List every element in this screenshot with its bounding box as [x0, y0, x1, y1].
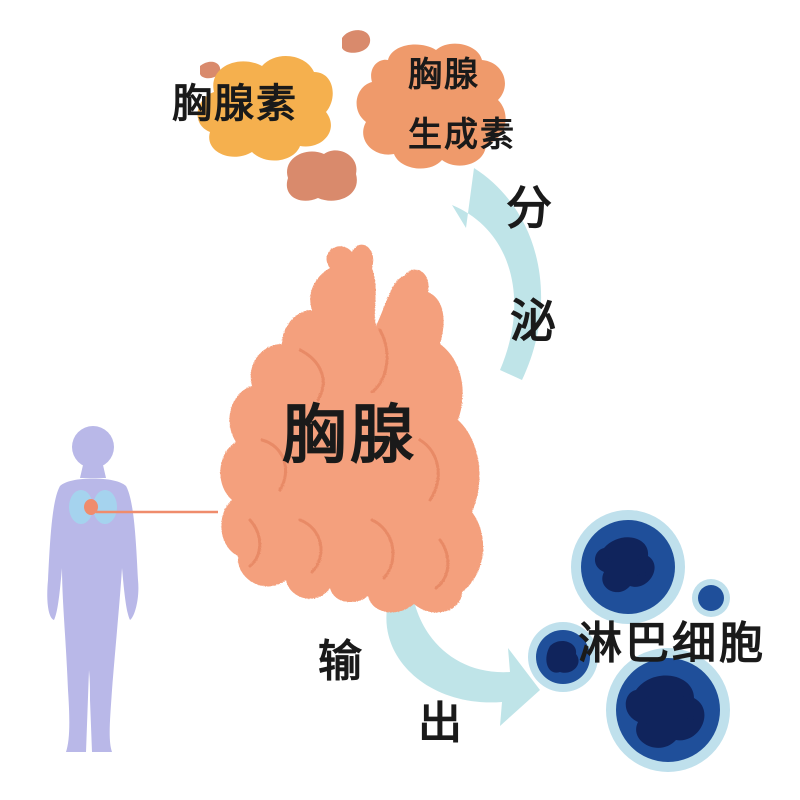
small-blob-bottom [286, 150, 357, 201]
lymphocyte-label: 淋巴细胞 [578, 618, 766, 669]
lymphocyte-group [528, 510, 730, 772]
small-blob-top [342, 30, 371, 53]
human-figure-icon [47, 426, 139, 752]
lung-left [69, 490, 93, 524]
lung-right [93, 490, 117, 524]
heart-thymus-dot [84, 499, 98, 515]
thymopoietin-label-line1: 胸腺 [408, 55, 480, 95]
lymphocyte-cell-icon [692, 579, 730, 617]
thymopoietin-label-line2: 生成素 [408, 115, 516, 155]
secrete-arrow [452, 168, 542, 380]
lymphocyte-cell-icon [528, 622, 598, 692]
output-arrow [386, 560, 540, 726]
thymus-organ [220, 244, 484, 613]
thymopoietin-blob [356, 43, 506, 169]
thymus-lobe-lines [248, 328, 450, 590]
thymus-label: 胸腺 [282, 399, 418, 473]
output-label-char1: 输 [318, 636, 364, 687]
lymphocyte-cell-icon [606, 648, 730, 772]
output-label-char2: 出 [418, 698, 464, 749]
secrete-label-char1: 分 [506, 181, 554, 235]
thymosin-blob [197, 55, 333, 161]
hormone-blobs [197, 30, 506, 201]
secrete-label-char2: 泌 [510, 294, 558, 348]
lymphocyte-cell-icon [571, 510, 685, 624]
thymosin-label: 胸腺素 [172, 81, 298, 127]
small-blob-left [200, 61, 221, 79]
thymus-body [220, 244, 484, 613]
